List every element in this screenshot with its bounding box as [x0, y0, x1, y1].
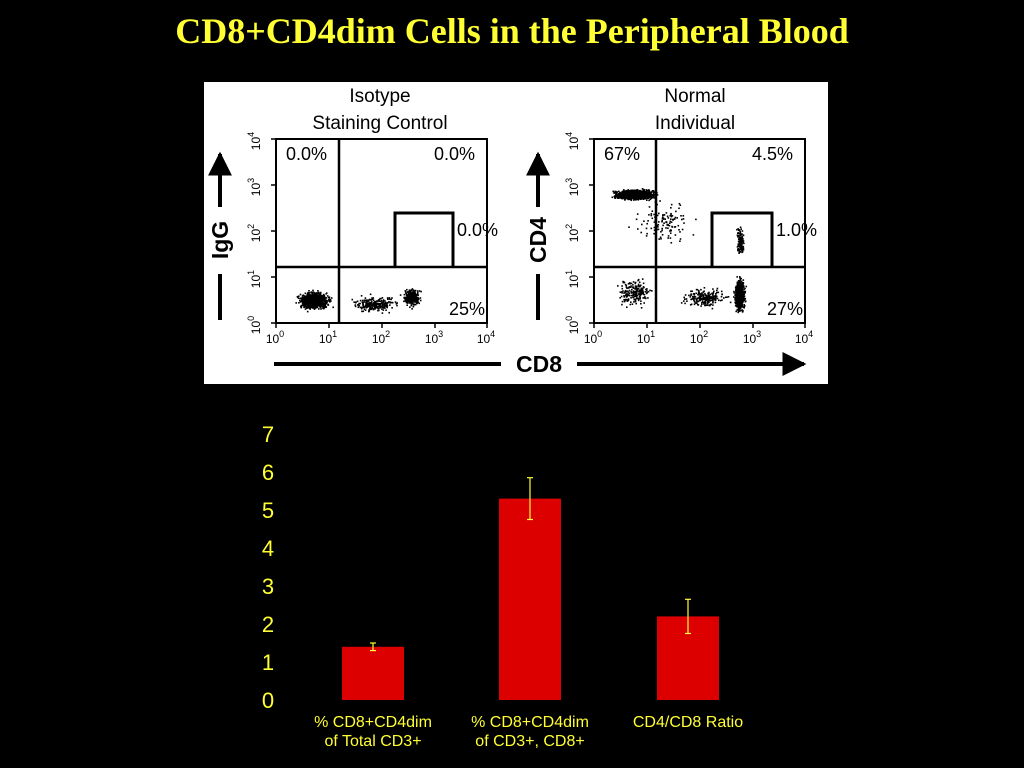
plot-title-line1: Normal	[664, 86, 725, 107]
dot-cloud-cd4-bright	[611, 188, 659, 202]
x-marker-label: CD8	[516, 351, 562, 377]
category-label-line: CD4/CD8 Ratio	[632, 714, 744, 731]
category-label-line: of CD3+, CD8+	[475, 733, 585, 750]
plot-title-line2: Staining Control	[312, 113, 447, 134]
dot-cloud-lower-right	[399, 288, 422, 310]
plot-title-line1: Isotype	[349, 86, 410, 107]
y-tick-label: 2	[262, 612, 274, 637]
quadrant-lower-right-percent: 25%	[449, 299, 485, 319]
dot-cloud-cd8-bright	[733, 276, 748, 314]
slide-title: CD8+CD4dim Cells in the Peripheral Blood	[175, 11, 849, 51]
category-label: % CD8+CD4dim of Total CD3+	[283, 713, 463, 751]
gate-percent: 0.0%	[457, 220, 498, 240]
category-label: % CD8+CD4dim of CD3+, CD8+	[440, 713, 620, 751]
category-label-line: % CD8+CD4dim	[471, 714, 589, 731]
y-tick-label: 0	[262, 688, 274, 713]
category-label-line: of Total CD3+	[324, 733, 422, 750]
y-axis-ticks: 0 1 2 3 4 5 6 7	[262, 422, 274, 713]
dot-cloud-lower-middle	[351, 293, 398, 314]
quadrant-upper-right-percent: 4.5%	[752, 144, 793, 164]
plot-frames	[208, 138, 807, 376]
y-tick-label: 4	[262, 536, 274, 561]
gate-percent: 1.0%	[776, 220, 817, 240]
y-marker-label: CD4	[525, 217, 551, 263]
dot-cloud-lower-left	[295, 289, 334, 313]
y-tick-label: 6	[262, 460, 274, 485]
scatter-dots	[295, 188, 748, 314]
quadrant-upper-right-percent: 0.0%	[434, 144, 475, 164]
bar	[499, 498, 561, 700]
dot-cloud-lower-left	[617, 278, 653, 309]
plot-title-line2: Individual	[655, 113, 735, 134]
quadrant-lower-right-percent: 27%	[767, 299, 803, 319]
category-label: CD4/CD8 Ratio	[598, 713, 778, 732]
quadrant-upper-left-percent: 0.0%	[286, 144, 327, 164]
cd4dim-gate	[393, 211, 455, 267]
y-marker-label: IgG	[207, 221, 233, 259]
dot-cloud-scatter-upper	[628, 200, 697, 244]
quadrant-upper-left-percent: 67%	[604, 144, 640, 164]
bar	[342, 646, 404, 700]
bars	[342, 477, 719, 700]
dot-cloud-cd4dim	[736, 226, 745, 254]
y-tick-label: 3	[262, 574, 274, 599]
y-tick-label: 1	[262, 650, 274, 675]
y-tick-label: 7	[262, 422, 274, 447]
cd4dim-gate	[710, 211, 774, 267]
category-label-line: % CD8+CD4dim	[314, 714, 432, 731]
dot-cloud-lower-middle	[680, 287, 732, 310]
y-tick-label: 5	[262, 498, 274, 523]
